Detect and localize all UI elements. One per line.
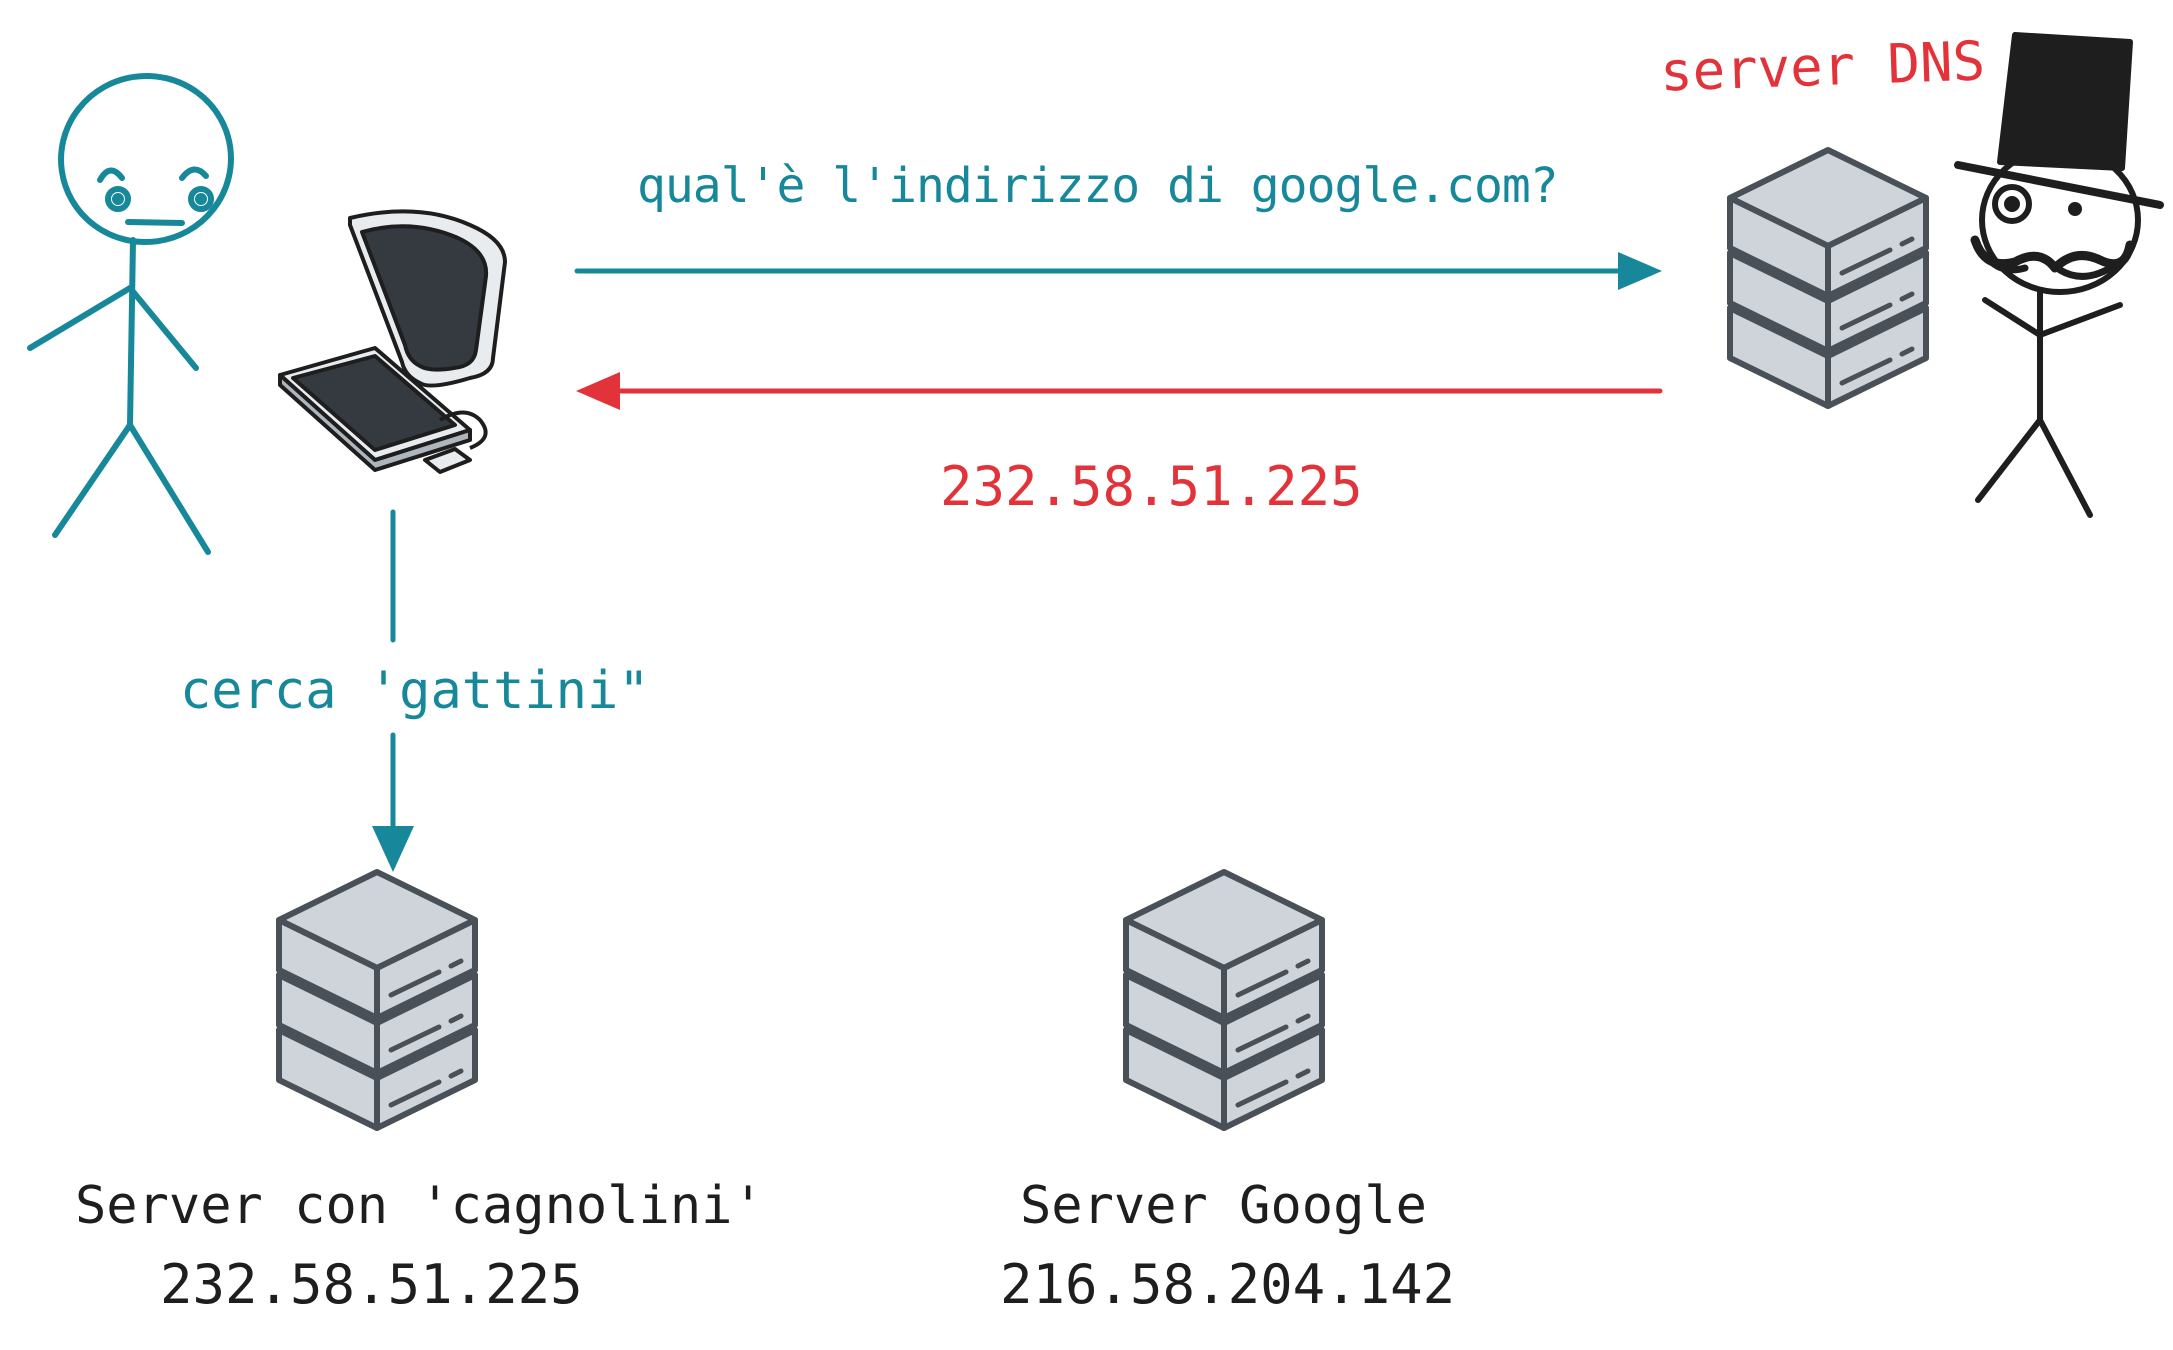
desktop-computer-icon [278, 209, 507, 474]
dns-server-label: server DNS [1658, 29, 1987, 104]
server-cagnolini-rack-icon [279, 872, 475, 1128]
query-label: qual'è l'indirizzo di google.com? [637, 158, 1559, 214]
user-stick-figure-icon [27, 72, 234, 555]
server-google-ip: 216.58.204.142 [1000, 1253, 1456, 1316]
dns-server-rack-icon [1730, 150, 1926, 406]
search-arrow [372, 509, 414, 872]
response-arrow [576, 372, 1663, 410]
server-google-name: Server Google [1020, 1176, 1427, 1236]
query-arrow [574, 252, 1662, 290]
top-hat-gentleman-icon [1954, 32, 2164, 518]
server-cagnolini-name: Server con 'cagnolini' [75, 1176, 764, 1236]
server-cagnolini-ip: 232.58.51.225 [160, 1253, 583, 1316]
response-ip-label: 232.58.51.225 [940, 455, 1363, 518]
server-google-rack-icon [1126, 872, 1322, 1128]
search-label: cerca 'gattini" [180, 661, 650, 721]
